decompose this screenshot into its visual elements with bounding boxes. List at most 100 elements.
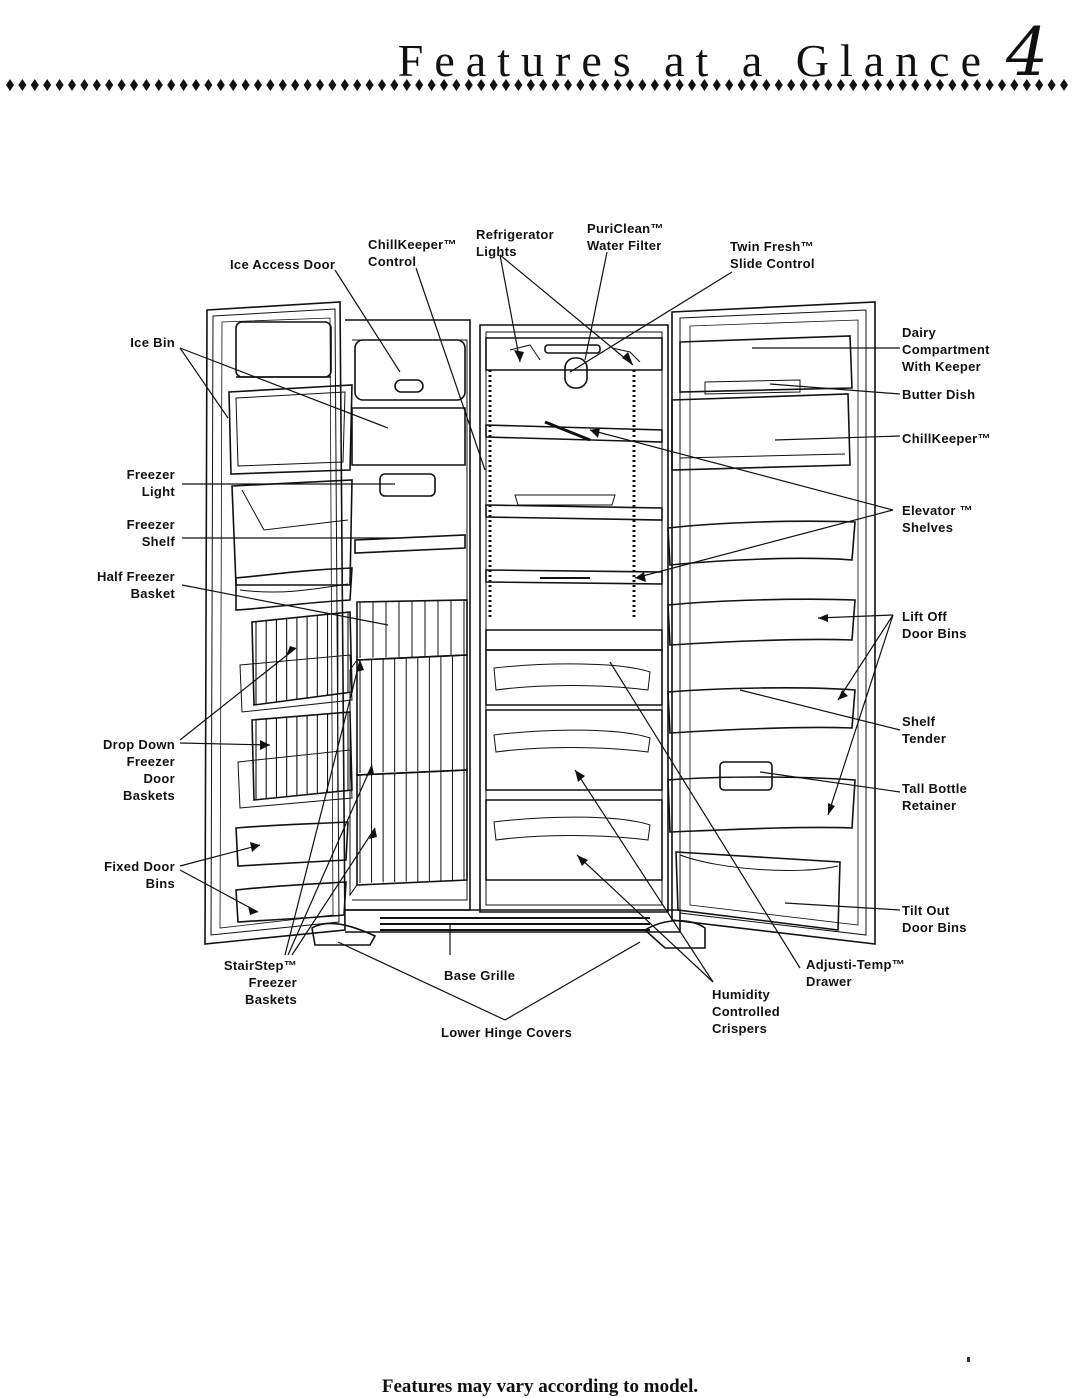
diamond-ornament [539, 79, 548, 91]
leader-lines [179, 251, 901, 1021]
door-basket-wires [255, 612, 349, 800]
diamond-ornament [936, 79, 944, 91]
label-freezer-shelf: Freezer Shelf [126, 517, 175, 549]
diamond-ornament [117, 79, 126, 91]
diamond-ornament [278, 79, 287, 91]
label-lower-hinge-covers: Lower Hinge Covers [441, 1025, 573, 1040]
diamond-ornament [6, 79, 14, 91]
label-fixed-door-bins: Fixed Door Bins [104, 859, 175, 891]
label-base-grille: Base Grille [444, 968, 516, 983]
diamond-ornament [489, 79, 498, 91]
diamond-ornament [1047, 79, 1056, 91]
diamond-ornament [812, 79, 820, 91]
diamond-ornament [167, 79, 176, 91]
label-refrigerator-lights: Refrigerator Lights [476, 227, 555, 259]
diamond-ornament [1010, 79, 1019, 91]
label-butter-dish: Butter Dish [902, 387, 976, 402]
diamond-ornament [861, 79, 870, 91]
diamond-ornament [192, 79, 200, 91]
diamond-ornament [650, 79, 659, 91]
leader-arrowheads [248, 350, 848, 915]
diamond-ornament [737, 79, 746, 91]
diamond-ornament [588, 79, 597, 91]
fresh-food-compartment [479, 324, 669, 913]
diamond-ornament [601, 79, 610, 91]
label-dairy-compartment: Dairy Compartment With Keeper [902, 325, 990, 374]
diamond-ornament [229, 79, 238, 91]
diamond-ornament [105, 79, 114, 91]
diamond-ornament [303, 79, 312, 91]
label-chillkeeper: ChillKeeper™ [902, 431, 991, 446]
label-ice-access-door: Ice Access Door [230, 257, 336, 272]
diamond-ornament [502, 79, 510, 91]
diamond-ornament [725, 79, 734, 91]
diamond-ornament [216, 79, 225, 91]
freezer-door [204, 301, 353, 945]
label-drop-down-freezer-door-baskets: Drop Down Freezer Door Baskets [102, 737, 175, 803]
diamond-ornament [750, 79, 758, 91]
diamond-ornament [154, 79, 163, 91]
diamond-ornament [886, 79, 895, 91]
diamond-ornament [365, 79, 374, 91]
diamond-rule [6, 79, 1068, 91]
diamond-ornament [92, 79, 101, 91]
diamond-ornament [378, 79, 386, 91]
footer-note: Features may vary according to model. [381, 1376, 699, 1397]
diamond-ornament [985, 79, 994, 91]
diamond-ornament [824, 79, 833, 91]
diamond-ornament [402, 79, 411, 91]
label-puriclean-water-filter: PuriClean™ Water Filter [587, 221, 664, 253]
diamond-ornament [1060, 79, 1068, 91]
diamond-ornament [663, 79, 672, 91]
diamond-ornament [923, 79, 932, 91]
diamond-ornament [973, 79, 982, 91]
diamond-ornament [948, 79, 957, 91]
diamond-ornament [1035, 79, 1044, 91]
refrigerator-door [667, 301, 876, 945]
diamond-ornament [291, 79, 300, 91]
page-title: Features at a Glance [397, 35, 992, 86]
diamond-ornament [911, 79, 920, 91]
label-tall-bottle-retainer: Tall Bottle Retainer [902, 781, 968, 813]
diamond-ornament [179, 79, 188, 91]
diamond-ornament [427, 79, 436, 91]
diamond-ornament [55, 79, 64, 91]
diamond-ornament [353, 79, 362, 91]
diamond-ornament [626, 79, 634, 91]
diamond-ornament [688, 79, 696, 91]
label-shelf-tender: Shelf Tender [902, 714, 947, 746]
diamond-ornament [700, 79, 709, 91]
diamond-ornament [774, 79, 783, 91]
diamond-ornament [787, 79, 796, 91]
diamond-ornament [130, 79, 138, 91]
diamond-ornament [464, 79, 473, 91]
diamond-ornament [142, 79, 151, 91]
label-half-freezer-basket: Half Freezer Basket [96, 569, 175, 601]
diamond-ornament [712, 79, 721, 91]
diamond-ornament [514, 79, 523, 91]
diamond-ornament [526, 79, 535, 91]
label-ice-bin: Ice Bin [130, 335, 175, 350]
diamond-ornament [328, 79, 337, 91]
label-lift-off-door-bins: Lift Off Door Bins [902, 609, 967, 641]
print-speck [967, 1357, 970, 1362]
diamond-ornament [836, 79, 845, 91]
diamond-ornament [68, 79, 76, 91]
base-area [311, 909, 706, 949]
diamond-ornament [799, 79, 808, 91]
diamond-ornament [440, 79, 448, 91]
diamond-ornament [675, 79, 684, 91]
diamond-ornament [998, 79, 1006, 91]
diamond-ornament [551, 79, 560, 91]
page-number: 4 [1006, 14, 1048, 91]
label-freezer-light: Freezer Light [126, 467, 175, 499]
diamond-ornament [241, 79, 250, 91]
diamond-ornament [477, 79, 486, 91]
page-header: Features at a Glance 4 [0, 0, 1080, 110]
label-tilt-out-door-bins: Tilt Out Door Bins [902, 903, 967, 935]
diamond-ornament [204, 79, 213, 91]
diamond-ornament [254, 79, 262, 91]
label-stairstep-freezer-baskets: StairStep™ Freezer Baskets [223, 958, 297, 1007]
label-humidity-controlled-crispers: Humidity Controlled Crispers [712, 987, 780, 1036]
